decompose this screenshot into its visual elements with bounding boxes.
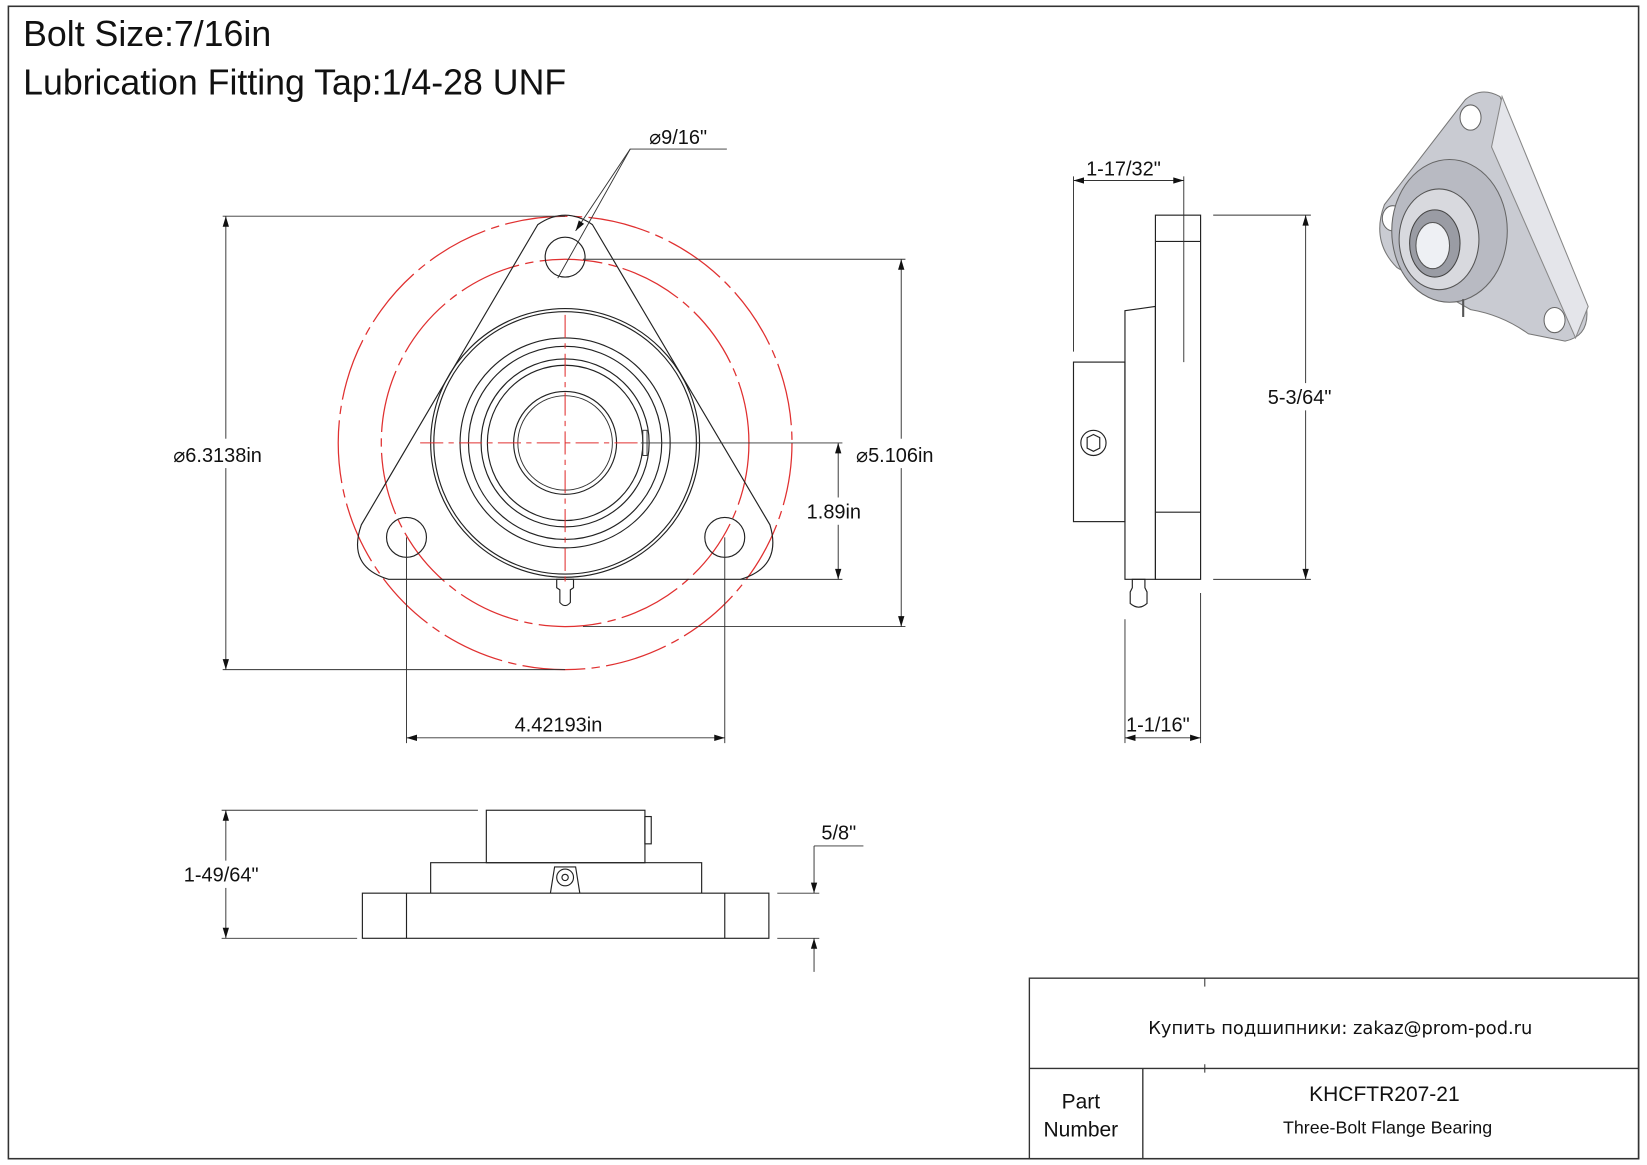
part-label-2: Number — [1044, 1119, 1119, 1142]
grease-fitting-side — [1129, 578, 1148, 608]
bolt-circle-label: ⌀5.106in — [856, 445, 933, 467]
bottom-view: 1-49/64" 5/8" — [180, 809, 864, 972]
side-width-label: 1-17/32" — [1086, 158, 1161, 180]
bolt-size-heading: Bolt Size:7/16in — [23, 14, 271, 54]
sheet-border — [7, 5, 1640, 1160]
contact-text: Купить подшипники: zakaz@prom-pod.ru — [1148, 1018, 1532, 1039]
flange-thickness-label: 1-1/16" — [1126, 715, 1190, 737]
front-view: ⌀6.3138in ⌀5.106in 1.89in 4.42193in ⌀9/1… — [168, 127, 958, 744]
hole-diameter-label: ⌀9/16" — [649, 127, 707, 149]
outer-diameter-label: ⌀6.3138in — [173, 445, 262, 467]
set-screw — [1080, 429, 1107, 457]
part-description: Three-Bolt Flange Bearing — [1283, 1118, 1492, 1138]
center-height-label: 1.89in — [807, 501, 861, 523]
grease-fitting — [556, 578, 575, 607]
flange-outline — [357, 214, 774, 580]
side-height-label: 5-3/64" — [1268, 387, 1332, 409]
isometric-bearing-image — [1379, 91, 1589, 342]
base-thickness-label: 5/8" — [821, 823, 856, 845]
part-label-1: Part — [1062, 1090, 1101, 1113]
overall-height-label: 1-49/64" — [184, 865, 259, 887]
part-number: KHCFTR207-21 — [1309, 1083, 1459, 1106]
grease-fitting-bottom — [556, 868, 575, 887]
hole-spacing-label: 4.42193in — [515, 715, 603, 737]
lubrication-heading: Lubrication Fitting Tap:1/4-28 UNF — [23, 62, 566, 102]
side-view: 1-17/32" 5-3/64" 1-1/16" — [1072, 158, 1345, 744]
title-block: Купить подшипники: zakaz@prom-pod.ru Par… — [1028, 977, 1640, 1160]
bolt-hole-top — [544, 236, 586, 278]
